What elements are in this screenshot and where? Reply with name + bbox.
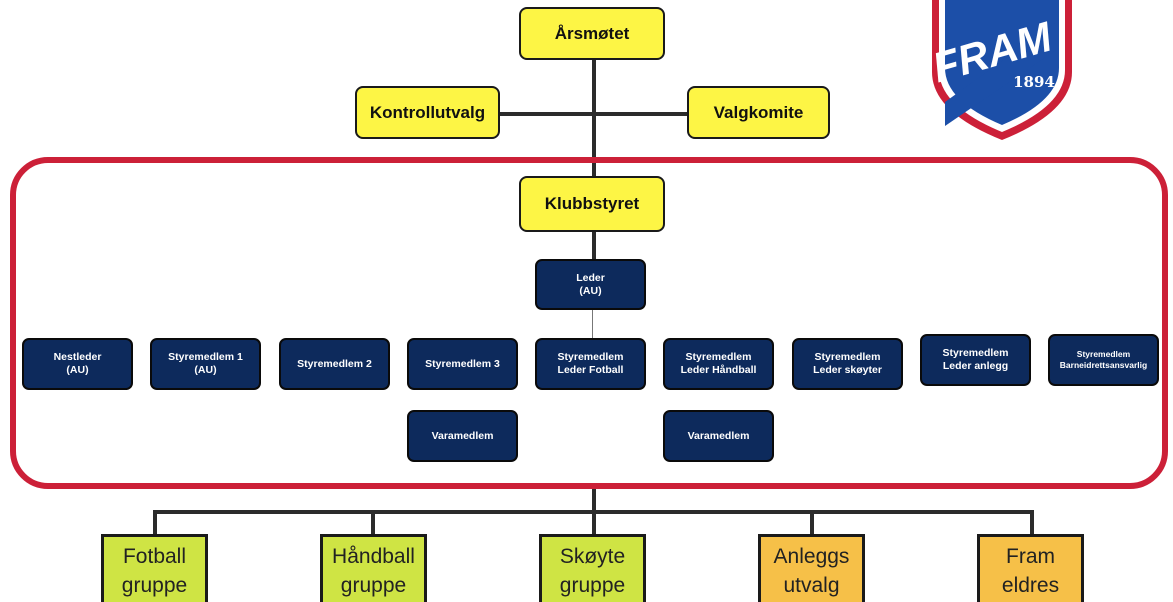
member-line2: Barneidrettsansvarlig — [1059, 360, 1148, 370]
member-box-leder-fotball: Styremedlem Leder Fotball — [535, 338, 646, 390]
valgkomite-box: Valgkomite — [687, 86, 830, 139]
board-frame — [10, 157, 1168, 489]
connector-drop-handball — [371, 510, 375, 534]
group-line2: eldres — [1001, 574, 1060, 597]
member-box-nestleder: Nestleder (AU) — [22, 338, 133, 390]
arsmotet-box: Årsmøtet — [519, 7, 665, 60]
member-line1: Styremedlem — [557, 351, 624, 363]
member-line1: Styremedlem — [685, 351, 752, 363]
member-line2: Leder anlegg — [942, 360, 1009, 372]
group-box-anlegg: Anleggs utvalg — [758, 534, 865, 602]
member-line1: Styremedlem 3 — [425, 357, 500, 370]
member-line1: Styremedlem 1 — [168, 351, 243, 363]
member-line1: Styremedlem 2 — [297, 357, 372, 370]
member-box-styremedlem-3: Styremedlem 3 — [407, 338, 518, 390]
deputy-label: Varamedlem — [687, 429, 750, 442]
connector-drop-fram-eldres — [1030, 510, 1034, 534]
group-box-handball: Håndball gruppe — [320, 534, 427, 602]
member-line1: Styremedlem — [1076, 349, 1131, 359]
group-box-fram-eldres: Fram eldres — [977, 534, 1084, 602]
connector-drop-skoyte — [592, 510, 596, 534]
group-line2: gruppe — [121, 574, 188, 597]
group-box-skoyte: Skøyte gruppe — [539, 534, 646, 602]
group-box-fotball: Fotball gruppe — [101, 534, 208, 602]
member-line2: (AU) — [66, 364, 89, 376]
connector-main-top — [592, 58, 596, 176]
member-box-leder-handball: Styremedlem Leder Håndball — [663, 338, 774, 390]
connector-leader-members — [592, 310, 593, 340]
klubbstyret-label: Klubbstyret — [544, 194, 640, 213]
member-line1: Styremedlem — [942, 347, 1009, 359]
group-line2: gruppe — [340, 574, 407, 597]
group-line1: Håndball — [332, 545, 415, 568]
group-line1: Skøyte — [559, 545, 626, 568]
leader-line2: (AU) — [579, 284, 602, 297]
connector-board-leader — [592, 232, 596, 260]
kontrollutvalg-box: Kontrollutvalg — [355, 86, 500, 139]
connector-main-bottom — [592, 484, 596, 514]
member-line1: Nestleder — [53, 351, 102, 363]
member-box-leder-skoyter: Styremedlem Leder skøyter — [792, 338, 903, 390]
member-box-leder-anlegg: Styremedlem Leder anlegg — [920, 334, 1031, 386]
kontrollutvalg-label: Kontrollutvalg — [369, 102, 486, 122]
valgkomite-label: Valgkomite — [713, 102, 804, 122]
deputy-label: Varamedlem — [431, 429, 494, 442]
svg-text:1894: 1894 — [1013, 73, 1055, 91]
group-line2: utvalg — [783, 574, 840, 597]
member-line2: Leder Håndball — [680, 364, 757, 376]
member-line2: Leder skøyter — [813, 364, 882, 376]
connector-drop-fotball — [153, 510, 157, 534]
member-line2: Leder Fotball — [557, 364, 624, 376]
deputy-box-2: Varamedlem — [663, 410, 774, 462]
fram-logo-icon: FRAM 1894 — [927, 0, 1072, 140]
leader-line1: Leder — [576, 271, 605, 284]
member-box-barneidrettsansvarlig: Styremedlem Barneidrettsansvarlig — [1048, 334, 1159, 386]
member-line2: (AU) — [194, 364, 217, 376]
member-box-styremedlem-1: Styremedlem 1 (AU) — [150, 338, 261, 390]
arsmotet-label: Årsmøtet — [554, 23, 630, 43]
leader-box: Leder (AU) — [535, 259, 646, 310]
group-line1: Anleggs — [773, 545, 850, 568]
connector-horizontal-committees — [500, 112, 688, 116]
deputy-box-1: Varamedlem — [407, 410, 518, 462]
group-line2: gruppe — [559, 574, 626, 597]
group-line1: Fotball — [122, 545, 187, 568]
group-line1: Fram — [1006, 545, 1055, 568]
member-line1: Styremedlem — [814, 351, 881, 363]
connector-drop-anlegg — [810, 510, 814, 534]
klubbstyret-box: Klubbstyret — [519, 176, 665, 232]
member-box-styremedlem-2: Styremedlem 2 — [279, 338, 390, 390]
